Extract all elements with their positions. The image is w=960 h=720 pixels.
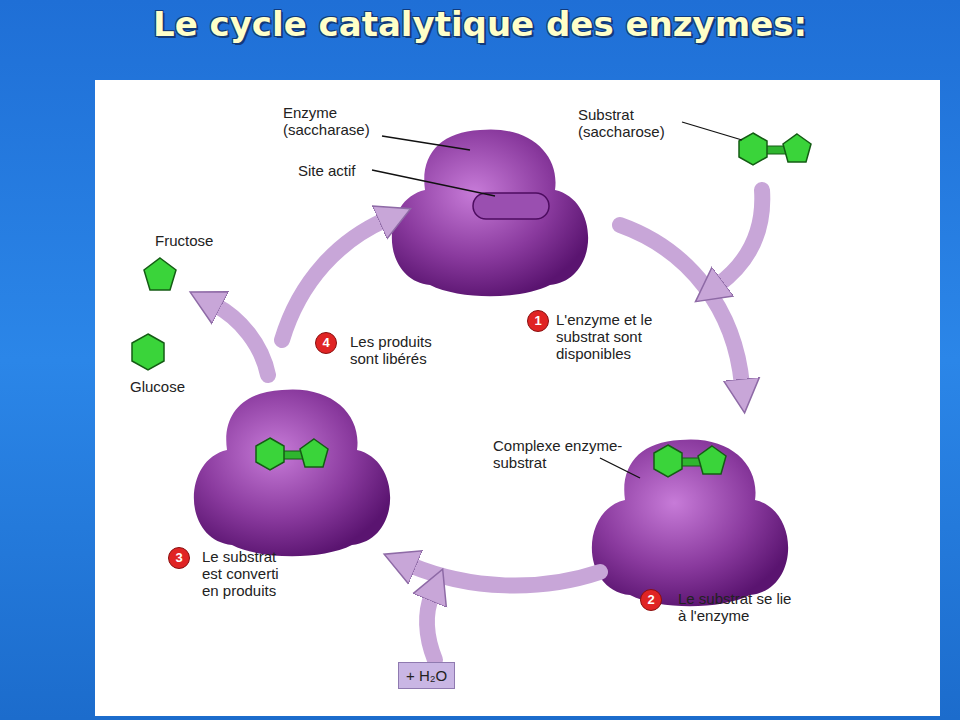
enzyme-blob bbox=[194, 389, 390, 556]
cycle-arrow bbox=[215, 305, 268, 375]
substrate-molecule bbox=[739, 133, 811, 165]
label-text: Le substrat est converti en produits bbox=[202, 548, 297, 599]
label-text: Fructose bbox=[155, 232, 213, 249]
leader-line bbox=[600, 458, 640, 478]
cycle-arrow bbox=[282, 220, 385, 340]
leader-line bbox=[372, 170, 495, 196]
label-text: Enzyme (saccharase) bbox=[283, 104, 383, 138]
callout-number: 2 bbox=[640, 589, 662, 611]
label-text: Complexe enzyme-substrat bbox=[493, 437, 623, 471]
node-text: + H₂O bbox=[399, 663, 454, 688]
leader-line bbox=[682, 122, 742, 140]
panel bbox=[95, 80, 940, 716]
active-site bbox=[473, 193, 549, 219]
fructose-molecule bbox=[144, 258, 176, 290]
cycle-arrow bbox=[620, 225, 742, 385]
label-text: L'enzyme et le substrat sont disponibles bbox=[556, 311, 681, 362]
callout-number: 4 bbox=[315, 332, 337, 354]
label-text: Substrat (saccharose) bbox=[578, 106, 688, 140]
cycle-arrow bbox=[427, 595, 435, 660]
label-text: Glucose bbox=[130, 378, 185, 395]
enzyme-blob bbox=[392, 129, 588, 296]
substrate-molecule bbox=[654, 445, 726, 477]
label-text: Site actif bbox=[298, 162, 356, 179]
callout-number: 1 bbox=[527, 310, 549, 332]
title: Le cycle catalytique des enzymes: bbox=[0, 4, 960, 44]
leader-line bbox=[382, 136, 470, 150]
label-text: Le substrat se lie à l'enzyme bbox=[678, 590, 796, 624]
cycle-arrow bbox=[410, 565, 600, 586]
glucose-molecule bbox=[132, 334, 164, 370]
callout-number: 3 bbox=[168, 547, 190, 569]
label-text: Les produits sont libérés bbox=[350, 333, 450, 367]
substrate-molecule bbox=[256, 438, 328, 470]
cycle-arrow bbox=[718, 190, 762, 285]
water-box: + H₂O bbox=[398, 662, 455, 689]
enzyme-blob bbox=[592, 439, 788, 606]
